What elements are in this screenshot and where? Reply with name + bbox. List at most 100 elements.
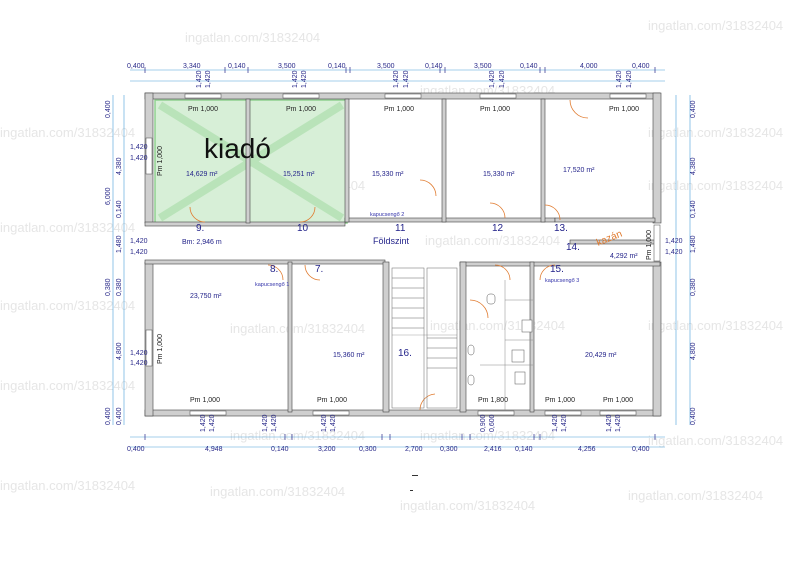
watermark: ingatlan.com/31832404	[210, 484, 345, 499]
dim-label: 1,420	[301, 70, 308, 88]
dim-label: 4,000	[580, 63, 598, 70]
dim-label: 1,420	[499, 70, 506, 88]
dim-label: 1,420	[403, 70, 410, 88]
room-number: 9.	[196, 223, 204, 234]
dim-label: 1,480	[116, 235, 123, 253]
dim-label: 4,800	[116, 342, 123, 360]
stairs	[391, 267, 458, 409]
dim-label: 0,400	[632, 63, 650, 70]
dim-label: 3,340	[183, 63, 201, 70]
dim-label: 1,420	[615, 414, 622, 432]
watermark-layer: ingatlan.com/31832404 ingatlan.com/31832…	[0, 18, 783, 513]
dim-label: 0,140	[690, 200, 697, 218]
window-label: Pm 1,000	[384, 106, 414, 113]
dim-label: 1,420	[209, 414, 216, 432]
dim-label: 0,400	[105, 100, 112, 118]
dim-label: 4,256	[578, 446, 596, 453]
dim-label: 0,140	[425, 63, 443, 70]
dim-label: 1,420	[130, 144, 148, 151]
watermark: ingatlan.com/31832404	[0, 298, 135, 313]
window-label: Pm 1,000	[157, 334, 164, 364]
room-area: 4,292 m²	[610, 253, 638, 260]
watermark: ingatlan.com/31832404	[230, 321, 365, 336]
room-area: 15,330 m²	[372, 171, 404, 178]
watermark: ingatlan.com/31832404	[430, 318, 565, 333]
dim-label: 1,420	[393, 70, 400, 88]
windows	[145, 93, 661, 416]
dim-label: 3,500	[377, 63, 395, 70]
dim-label: 0,900	[480, 414, 487, 432]
window-label: Pm 1,000	[188, 106, 218, 113]
dim-label: 3,200	[318, 446, 336, 453]
room-number: 13.	[554, 223, 568, 234]
dim-label: 1,420	[130, 238, 148, 245]
room-number: 7.	[315, 264, 323, 275]
dim-label: 1,420	[321, 414, 328, 432]
dim-label: 1,420	[200, 414, 207, 432]
wall-corridor-top-c	[554, 217, 656, 223]
window-label: Pm 1,000	[157, 146, 164, 176]
bell-label: kapucsengő 3	[545, 278, 579, 284]
kazan-label: kazán	[595, 229, 624, 249]
dim-label: 0,140	[116, 200, 123, 218]
watermark: ingatlan.com/31832404	[230, 428, 365, 443]
dim-label: 1,420	[262, 414, 269, 432]
dim-label: 1,420	[130, 155, 148, 162]
floor-label: Földszint	[373, 236, 410, 246]
window-label: Pm 1,000	[286, 106, 316, 113]
dim-label: 1,420	[196, 70, 203, 88]
wall-stairs-bath	[459, 261, 467, 413]
room-area: 17,520 m²	[563, 167, 595, 174]
dim-label: 1,420	[292, 70, 299, 88]
dim-label: 0,380	[690, 278, 697, 296]
room-number: 10	[297, 223, 309, 234]
dim-label: 1,480	[690, 235, 697, 253]
dim-label: 1,420	[205, 70, 212, 88]
dim-label: 1,420	[665, 249, 683, 256]
dim-label: 1,420	[130, 350, 148, 357]
bathroom-fixtures	[467, 280, 533, 410]
dim-label: 4,380	[690, 157, 697, 175]
watermark: ingatlan.com/31832404	[648, 433, 783, 448]
room-area: 23,750 m²	[190, 293, 222, 300]
watermark: ingatlan.com/31832404	[628, 488, 763, 503]
dim-label: 0,400	[690, 100, 697, 118]
room-area: 15,251 m²	[283, 171, 315, 178]
dim-label: 1,420	[606, 414, 613, 432]
window-label: Pm 1,000	[646, 230, 653, 260]
watermark: ingatlan.com/31832404	[0, 478, 135, 493]
room-number: 8.	[270, 264, 278, 275]
watermark: ingatlan.com/31832404	[425, 233, 560, 248]
watermark: ingatlan.com/31832404	[0, 220, 135, 235]
dim-label: 0,140	[520, 63, 538, 70]
watermark: ingatlan.com/31832404	[0, 125, 135, 140]
dim-label: 2,700	[405, 446, 423, 453]
dim-label: 0,300	[359, 446, 377, 453]
room-area: 20,429 m²	[585, 352, 617, 359]
dim-label: 4,380	[116, 157, 123, 175]
watermark: ingatlan.com/31832404	[648, 178, 783, 193]
bm-label: Bm: 2,946 m	[182, 239, 222, 246]
wall-right-lower	[652, 261, 662, 417]
room-number: 11	[395, 223, 406, 234]
kiado-label: kiadó	[204, 133, 271, 164]
dim-label: 0,400	[105, 407, 112, 425]
wall-room-7-stairs	[382, 261, 390, 413]
room-number: 16.	[398, 348, 412, 359]
wall-room-10-11	[344, 98, 350, 223]
room-area-labels: 14,629 m² 15,251 m² 15,330 m² 15,330 m² …	[186, 167, 638, 359]
side-dimension-labels: 0,400 4,380 6,000 0,140 1,480 0,380 0,38…	[105, 100, 697, 425]
dim-label: 1,420	[626, 70, 633, 88]
dim-label: 2,416	[484, 446, 502, 453]
wall-corridor-bottom-a	[144, 259, 386, 265]
dim-label: 0,380	[116, 278, 123, 296]
dim-label: 0,400	[632, 446, 650, 453]
watermark: ingatlan.com/31832404	[648, 318, 783, 333]
dim-label: 0,140	[271, 446, 289, 453]
room-area: 14,629 m²	[186, 171, 218, 178]
dim-label: 4,948	[205, 446, 223, 453]
dim-label: 0,140	[228, 63, 246, 70]
watermark: ingatlan.com/31832404	[648, 18, 783, 33]
room-area: 15,360 m²	[333, 352, 365, 359]
wall-room-11-12	[441, 98, 447, 223]
